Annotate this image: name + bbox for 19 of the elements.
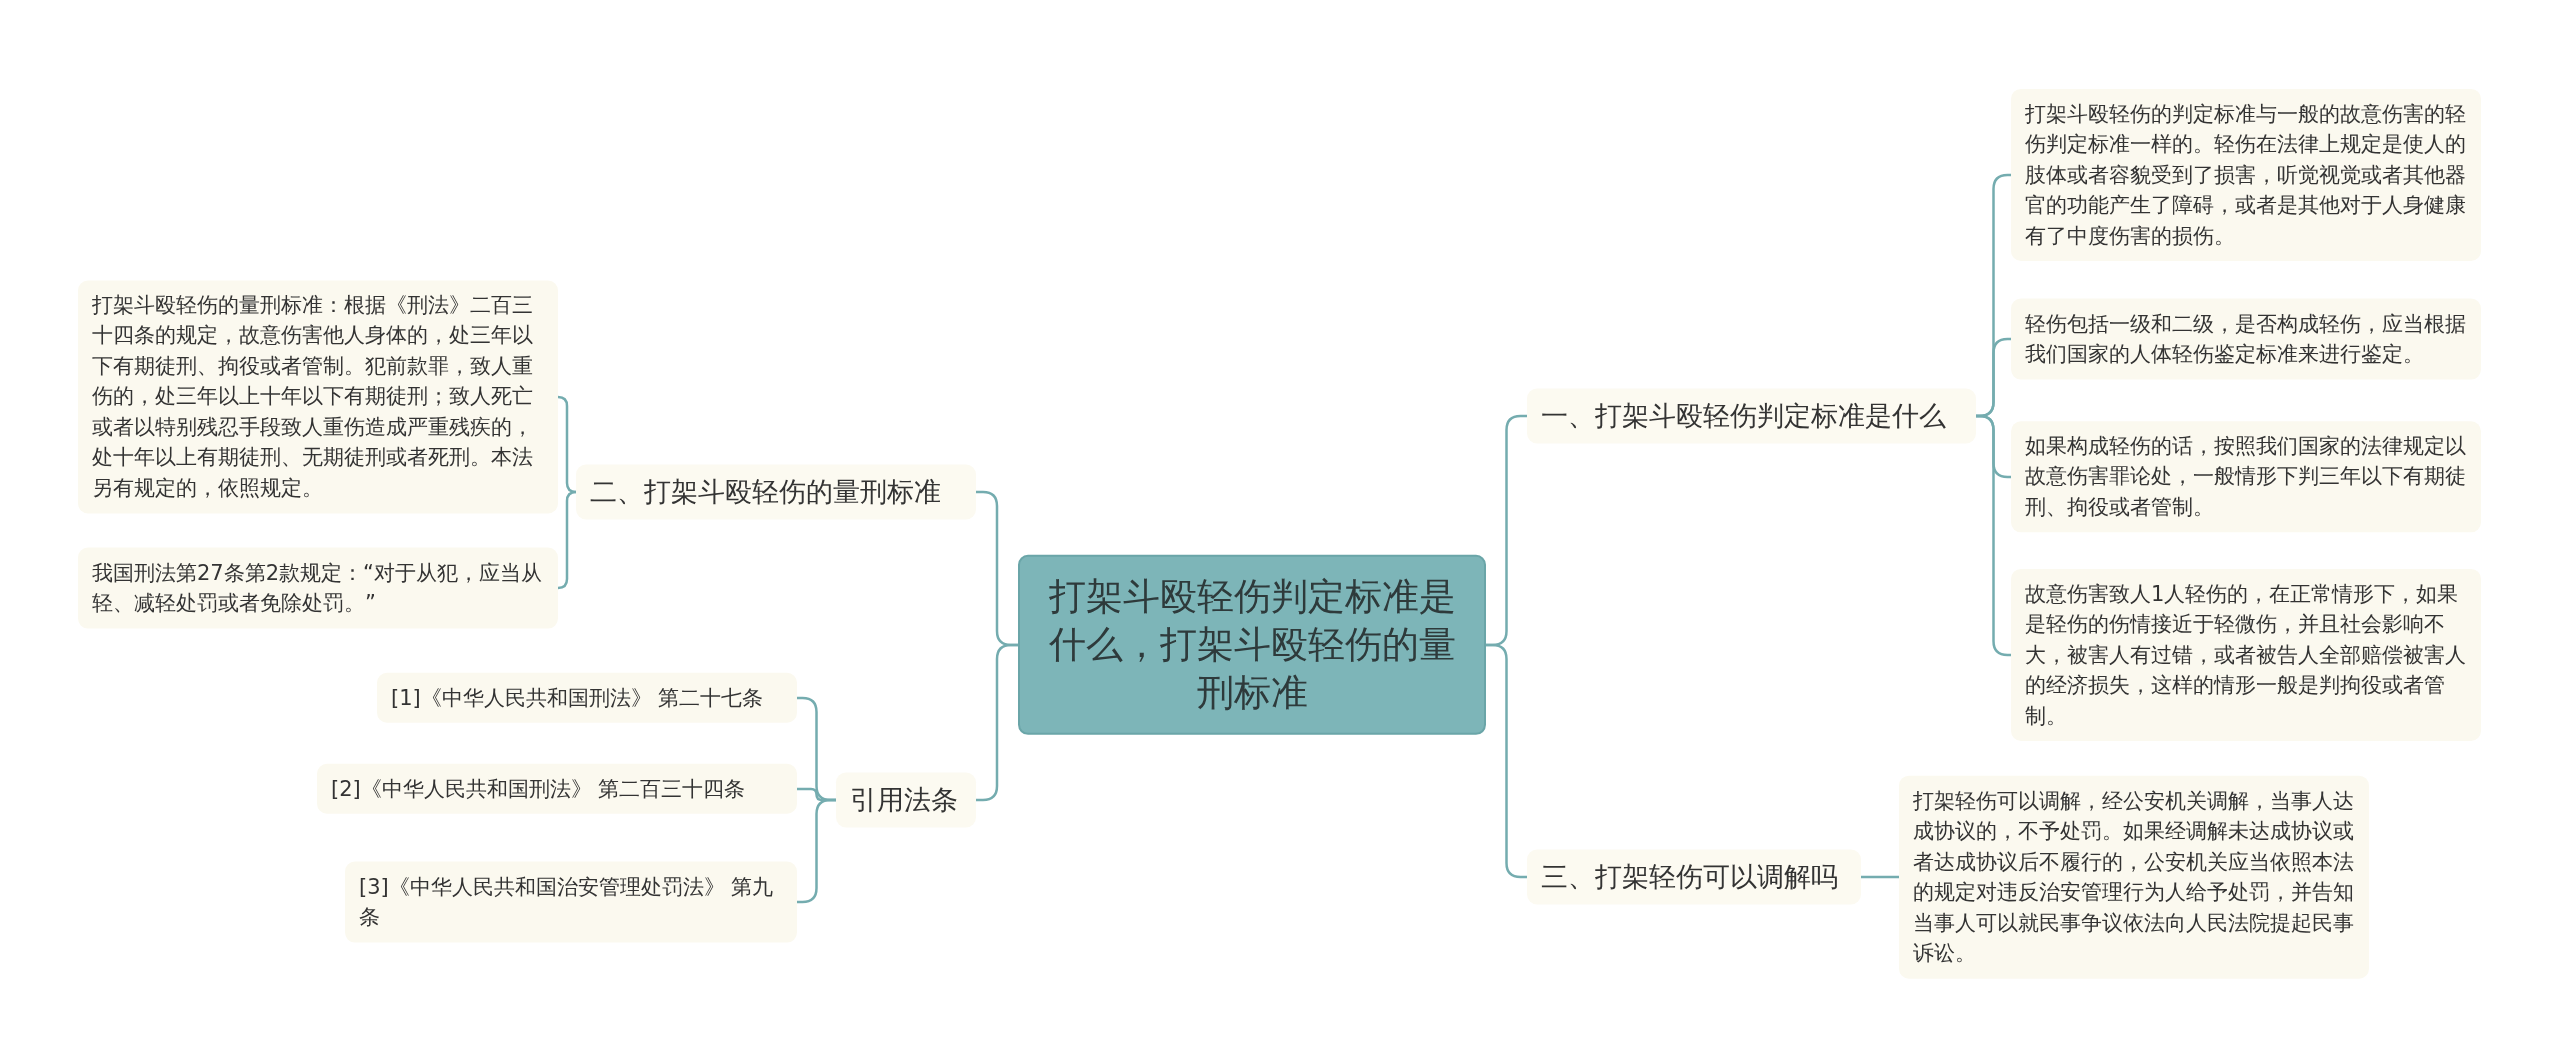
branch-topic-box: 三、打架轻伤可以调解吗 [1527, 849, 1861, 905]
connector-line [1486, 643, 1527, 879]
note-box: 打架斗殴轻伤的判定标准与一般的故意伤害的轻伤判定标准一样的。轻伤在法律上规定是使人的肢体或者容貌受到了损害，听觉视觉或者其他器官的功能产生了障碍，或者是其他对于人身健康有了中度伤害的损伤。 [2011, 88, 2481, 262]
note-box: [3]《中华人民共和国治安管理处罚法》 第九条 [345, 861, 797, 943]
note-box: 轻伤包括一级和二级，是否构成轻伤，应当根据我们国家的人体轻伤鉴定标准来进行鉴定。 [2011, 298, 2481, 380]
connector-line [976, 643, 1018, 802]
note-box: 如果构成轻伤的话，按照我们国家的法律规定以故意伤害罪论处，一般情形下判三年以下有期徒刑、拘役或者管制。 [2011, 421, 2481, 533]
note-box: 打架斗殴轻伤的量刑标准：根据《刑法》二百三十四条的规定，故意伤害他人身体的，处三年以下有期徒刑、拘役或者管制。犯前款罪，致人重伤的，处三年以上十年以下有期徒刑；致人死亡或者以特别残忍手段致人重伤造成严重残疾的，处十年以上有期徒刑、无期徒刑或者死刑。本法另有规定的，依照规定。 [78, 280, 558, 514]
connector-line [1861, 875, 1899, 879]
note-box: 我国刑法第27条第2款规定：“对于从犯，应当从轻、减轻处罚或者免除处罚。” [78, 547, 558, 629]
note-box: 故意伤害致人1人轻伤的，在正常情形下，如果是轻伤的伤情接近于轻微伤，并且社会影响不大，被害人有过错，或者被告人全部赔偿被害人的经济损失，这样的情形一般是判拘役或者管制。 [2011, 568, 2481, 742]
connector-line [556, 490, 578, 590]
note-box: [1]《中华人民共和国刑法》 第二十七条 [377, 672, 797, 724]
branch-topic-box: 二、打架斗殴轻伤的量刑标准 [576, 464, 976, 520]
branch-topic-box: 一、打架斗殴轻伤判定标准是什么 [1527, 388, 1976, 444]
note-box: 打架轻伤可以调解，经公安机关调解，当事人达成协议的，不予处罚。如果经调解未达成协议或者达成协议后不履行的，公安机关应当依照本法的规定对违反治安管理行为人给予处罚，并告知当事人可以就民事争议依法向人民法院提起民事诉讼。 [1899, 775, 2369, 979]
central-topic-box: 打架斗殴轻伤判定标准是什么，打架斗殴轻伤的量刑标准 [1018, 554, 1486, 736]
branch-topic-box: 引用法条 [836, 772, 976, 828]
note-box: [2]《中华人民共和国刑法》 第二百三十四条 [317, 763, 797, 815]
